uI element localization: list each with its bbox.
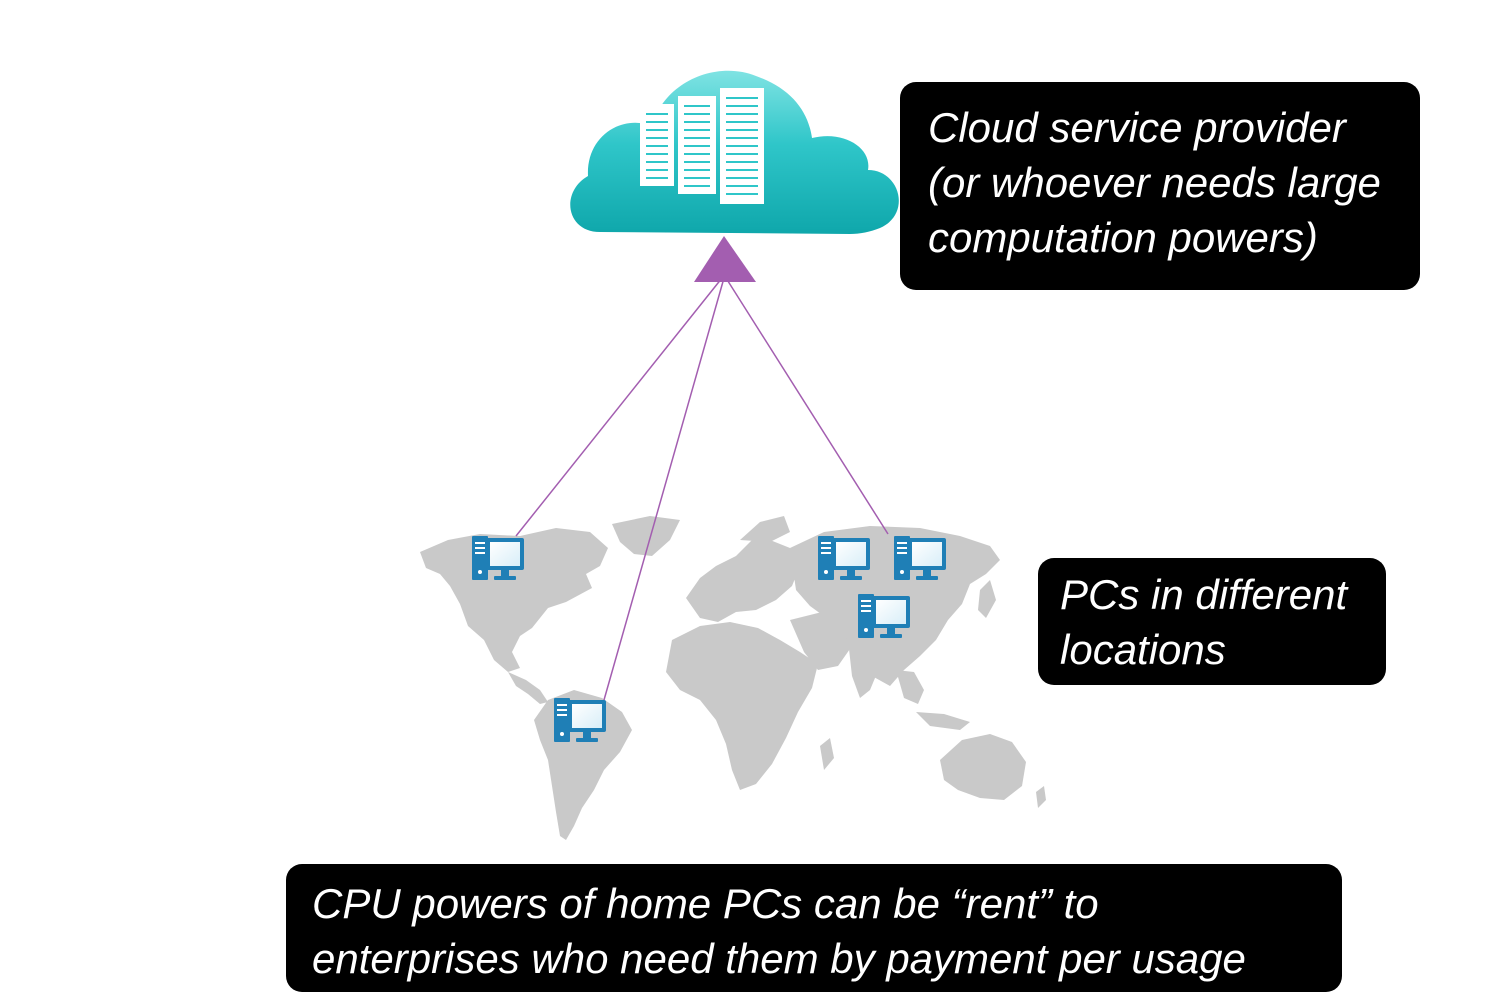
- southeast-asia-shape: [896, 670, 924, 704]
- server-rack-left: [640, 104, 674, 186]
- india-shape: [848, 640, 880, 698]
- australia-shape: [940, 734, 1026, 800]
- cloud-provider-line-1: Cloud service provider: [928, 104, 1346, 151]
- rent-note-line-2: enterprises who need them by payment per…: [312, 935, 1246, 982]
- cloud-server-icon: [570, 70, 899, 234]
- server-rack-middle: [678, 96, 716, 194]
- server-rack-right: [720, 88, 764, 204]
- cloud-provider-callout: Cloud service provider (or whoever needs…: [900, 82, 1420, 290]
- indonesia-shape: [916, 712, 970, 730]
- scandinavia-shape: [740, 516, 790, 542]
- rent-note-callout: CPU powers of home PCs can be “rent” to …: [286, 864, 1342, 992]
- pcs-locations-line-1: PCs in different: [1060, 571, 1348, 618]
- pcs-locations-line-2: locations: [1060, 626, 1226, 673]
- europe-shape: [686, 540, 800, 622]
- triangle-hub-icon: [694, 236, 756, 282]
- rent-note-line-1: CPU powers of home PCs can be “rent” to: [312, 880, 1099, 927]
- connector-asia: [725, 277, 889, 535]
- connector-south-america: [603, 277, 725, 701]
- cloud-provider-line-2: (or whoever needs large: [928, 159, 1381, 206]
- connector-lines: [515, 277, 889, 701]
- new-zealand-shape: [1036, 786, 1046, 808]
- greenland-shape: [612, 516, 680, 556]
- africa-shape: [666, 622, 818, 790]
- pcs-locations-callout: PCs in different locations: [1038, 558, 1386, 685]
- north-america-shape: [420, 528, 608, 672]
- central-america-shape: [508, 672, 548, 704]
- cloud-provider-line-3: computation powers): [928, 214, 1318, 261]
- japan-shape: [978, 580, 996, 618]
- connector-north-america: [515, 277, 723, 537]
- madagascar-shape: [820, 738, 834, 770]
